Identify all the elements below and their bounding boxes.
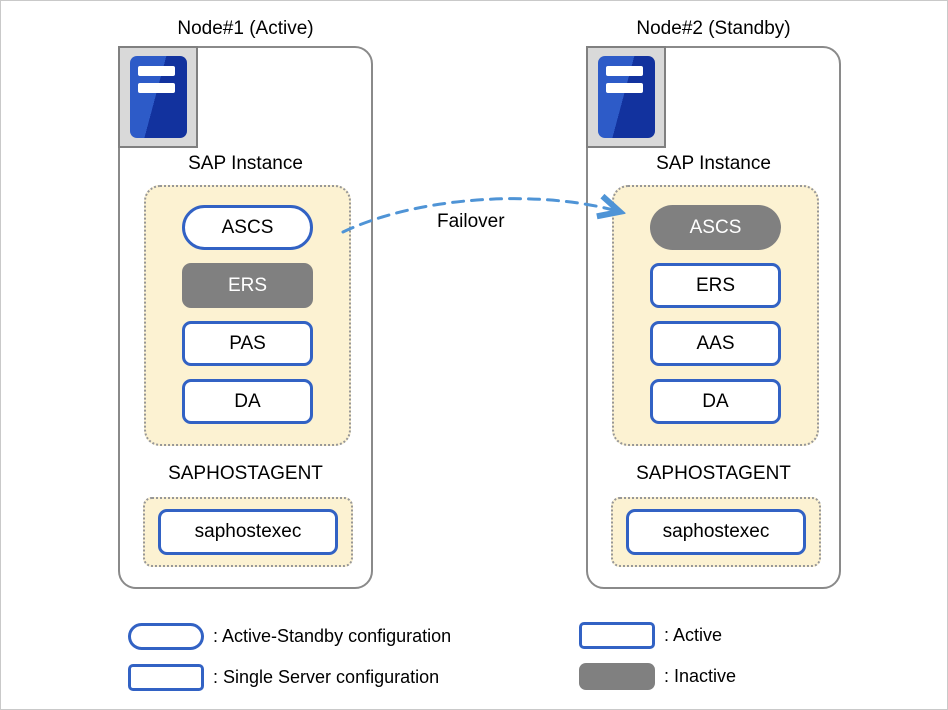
node2-sap-instance-group: ASCS ERS AAS DA [612,185,819,446]
node2-aas-box: AAS [650,321,781,366]
node1-da-box: DA [182,379,313,424]
node2-hostagent-label: SAPHOSTAGENT [636,463,791,484]
gray-filled-swatch [579,663,655,690]
node1-box: SAP Instance ASCS ERS PAS DA SAPHOSTAGEN… [118,46,373,589]
node2-ers-box: ERS [650,263,781,308]
legend-single-server: : Single Server configuration [128,664,439,691]
pill-outline-swatch [128,623,204,650]
legend-inactive: : Inactive [579,663,736,690]
node2-saphostexec-box: saphostexec [626,509,806,555]
legend-label: : Active [664,625,723,645]
server-tower-icon [130,56,187,138]
legend-active-standby: : Active-Standby configuration [128,623,451,650]
server-tower-icon [598,56,655,138]
rect-outline-swatch [128,664,204,691]
node2-box: SAP Instance ASCS ERS AAS DA SAPHOSTAGEN… [586,46,841,589]
node1-sap-instance-group: ASCS ERS PAS DA [144,185,351,446]
node1-ers-box: ERS [182,263,313,308]
rect-outline-swatch [579,622,655,649]
node1-pas-box: PAS [182,321,313,366]
server-slot-icon [606,83,643,93]
node2-da-box: DA [650,379,781,424]
node2-ascs-box: ASCS [650,205,781,250]
node1-sap-instance-label: SAP Instance [188,153,303,174]
node2-hostagent-group: saphostexec [611,497,821,567]
node1-saphostexec-box: saphostexec [158,509,338,555]
legend-label: : Inactive [664,666,737,686]
legend-label: : Active-Standby configuration [213,626,452,646]
node1-title: Node#1 (Active) [177,18,314,39]
server-icon [586,46,666,148]
legend-label: : Single Server configuration [213,667,440,687]
server-slot-icon [138,66,175,76]
node2-title: Node#2 (Standby) [636,18,791,39]
server-slot-icon [138,83,175,93]
node2-sap-instance-label: SAP Instance [656,153,771,174]
legend-active: : Active [579,622,722,649]
node1-hostagent-group: saphostexec [143,497,353,567]
server-slot-icon [606,66,643,76]
failover-label: Failover [437,211,505,232]
server-icon [118,46,198,148]
node1-hostagent-label: SAPHOSTAGENT [168,463,323,484]
node1-ascs-box: ASCS [182,205,313,250]
